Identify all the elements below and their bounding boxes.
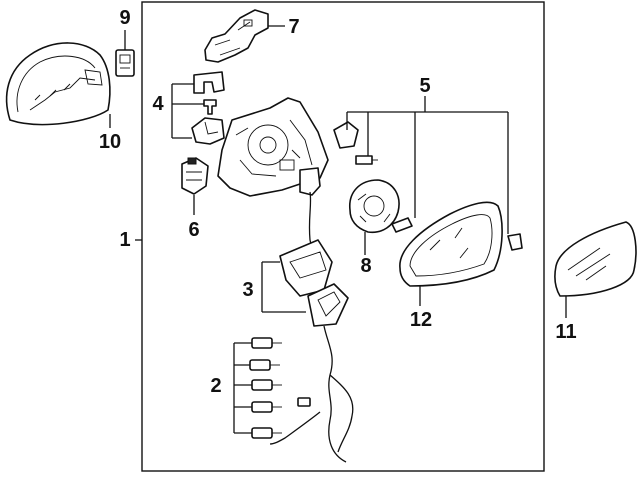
connector-part-6 (181, 157, 209, 195)
callout-11: 11 (555, 321, 577, 343)
harness-lower (323, 325, 347, 463)
terminals-part-2 (249, 337, 311, 439)
assembly-frame (141, 1, 545, 472)
callout-8: 8 (360, 255, 372, 277)
callout-10: 10 (98, 131, 122, 153)
callout-4: 4 (152, 93, 164, 115)
callout-6: 6 (188, 219, 200, 241)
leader-5 (346, 96, 509, 234)
callout-1: 1 (119, 229, 131, 251)
actuator-part-8 (349, 179, 400, 234)
callout-5: 5 (419, 75, 431, 97)
leader-2 (233, 342, 252, 434)
leader-3 (261, 261, 306, 313)
leader-4 (171, 83, 204, 139)
bracket-part-7 (204, 9, 269, 63)
mirror-glass-part-11 (554, 221, 637, 297)
grommet-part-3 (279, 239, 349, 327)
callout-12: 12 (409, 309, 433, 331)
callout-9: 9 (119, 7, 131, 29)
mirror-base-housing (217, 97, 329, 197)
callout-7: 7 (288, 16, 300, 38)
callout-2: 2 (210, 375, 222, 397)
screws-part-5 (333, 121, 523, 251)
glass-holder-part-12 (399, 201, 503, 287)
callout-3: 3 (242, 279, 254, 301)
clip-part-9 (115, 49, 135, 77)
harness-branch (329, 374, 354, 453)
mirror-cover-part-10 (5, 42, 111, 126)
retainer-part-4 (191, 71, 225, 145)
harness-branch-left (269, 411, 321, 445)
